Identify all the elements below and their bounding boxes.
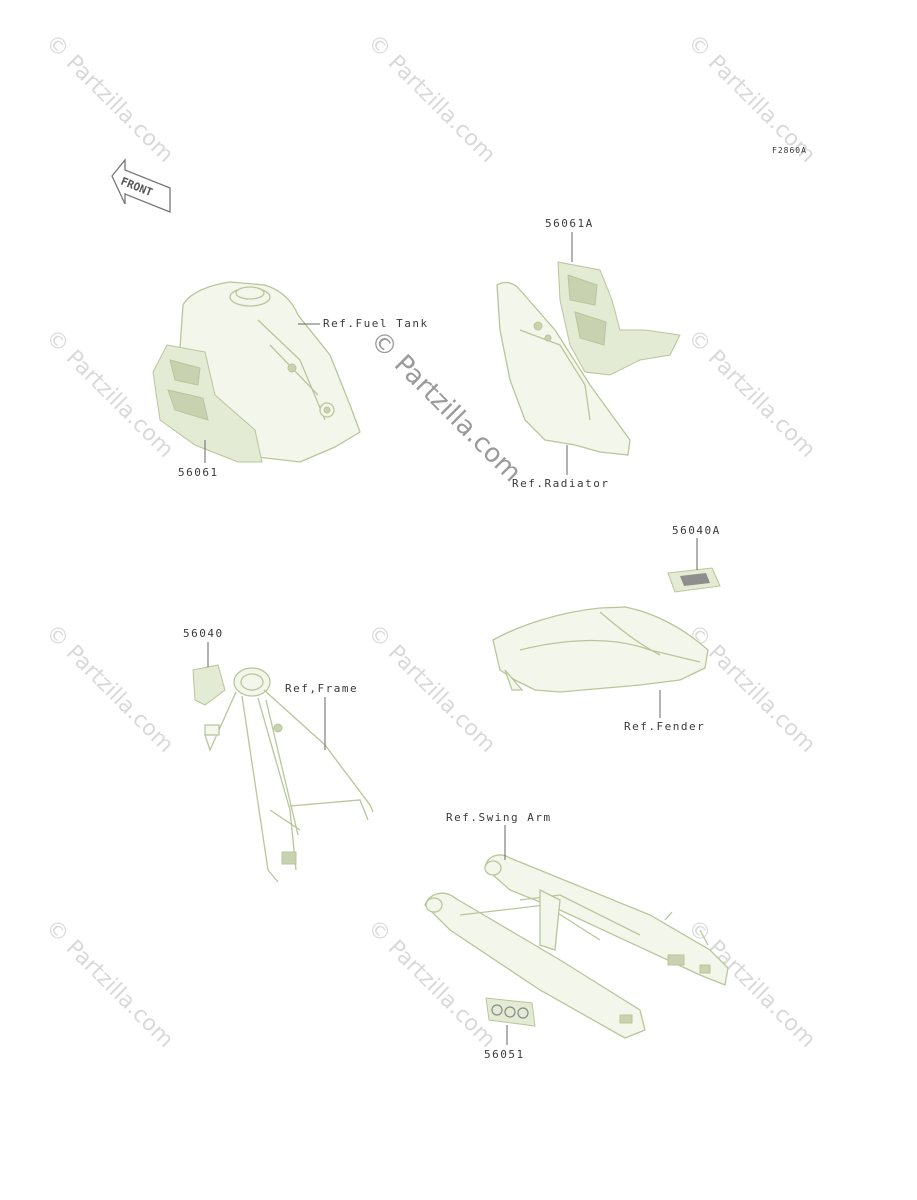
label-part-56051: 56051 — [484, 1048, 525, 1061]
label-swing-arm: Ref.Swing Arm — [446, 811, 552, 824]
decal-56051-drawing — [485, 997, 536, 1027]
label-fuel-tank: Ref.Fuel Tank — [323, 317, 429, 330]
front-arrow-icon: FRONT — [111, 158, 171, 213]
diagram-code: F2860A — [772, 146, 807, 155]
decal-56040A-drawing — [667, 567, 721, 593]
label-fender: Ref.Fender — [624, 720, 706, 733]
label-part-56061: 56061 — [178, 466, 219, 479]
frame-drawing — [204, 667, 374, 883]
radiator-shroud-drawing — [496, 281, 631, 456]
swing-arm-drawing — [424, 854, 729, 1039]
label-radiator: Ref.Radiator — [512, 477, 610, 490]
label-part-56061A: 56061A — [545, 217, 594, 230]
decal-56061-drawing — [152, 344, 263, 463]
decal-56040-drawing — [192, 664, 226, 706]
rear-fender-drawing — [492, 606, 709, 693]
label-part-56040A: 56040A — [672, 524, 721, 537]
label-part-56040: 56040 — [183, 627, 224, 640]
label-frame: Ref,Frame — [285, 682, 359, 695]
decal-56061A-drawing — [557, 261, 681, 376]
